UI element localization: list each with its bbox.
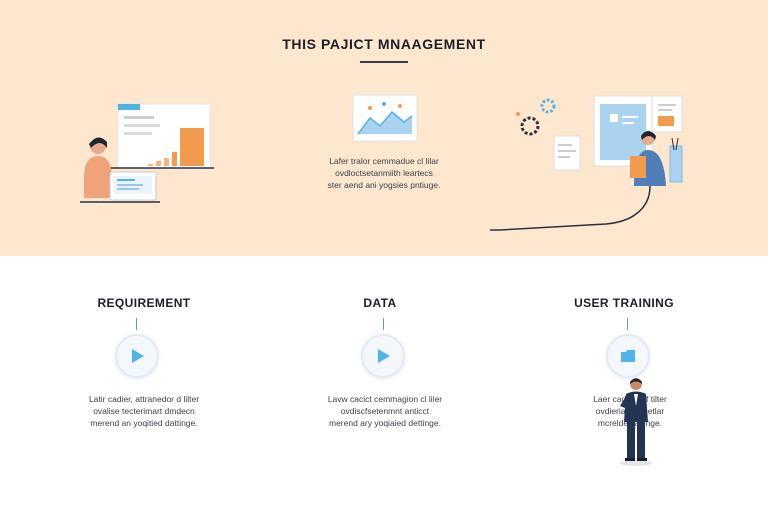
requirement-play-button[interactable] — [115, 334, 159, 378]
area-chart-illustration — [352, 94, 418, 142]
analyst-laptop-illustration — [80, 103, 214, 203]
section-data: DATA — [280, 296, 480, 310]
play-icon — [132, 349, 144, 363]
data-description: Lavw cacict cemmagion cl liler ovdiscfse… — [327, 394, 443, 428]
top-description: Lafer tralor cemmadue cl lilar ovdloctse… — [327, 156, 441, 190]
title-divider — [360, 61, 408, 63]
connector-line — [136, 318, 137, 330]
section-title-user-training: USER TRAINING — [574, 296, 674, 310]
folder-icon — [621, 350, 635, 362]
section-title-data: DATA — [363, 296, 397, 310]
section-title-requirement: REQUIREMENT — [97, 296, 191, 310]
data-play-button[interactable] — [361, 334, 405, 378]
connector-line — [383, 318, 384, 330]
user-training-button[interactable] — [606, 334, 650, 378]
businessman-figure — [620, 378, 652, 466]
section-requirement: REQUIREMENT — [44, 296, 244, 310]
connector-line — [627, 318, 628, 330]
play-icon — [378, 349, 390, 363]
requirement-description: Latir cadier, attranedor d lilter ovalis… — [88, 394, 200, 428]
section-user-training: USER TRAINING — [524, 296, 724, 310]
page-title: THIS PAJICT MNAAGEMENT — [282, 36, 486, 52]
presenter-illustration — [490, 95, 683, 231]
